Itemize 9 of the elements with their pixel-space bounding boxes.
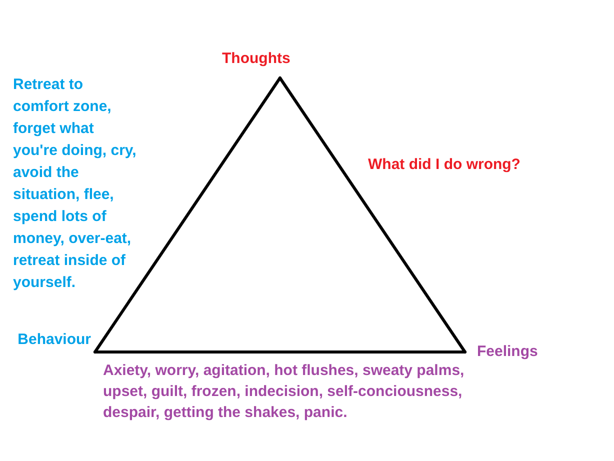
description-text: What did I do wrong? — [368, 155, 520, 175]
description-text: Retreat to comfort zone, forget what you're doing, cry, avoid the situation, flee, spend lots of money, over-eat, retreat inside of yourself. — [13, 75, 138, 293]
corner-label: Feelings — [465, 343, 538, 361]
corner-label: Thoughts — [222, 50, 290, 78]
triangle-side-line — [278, 76, 466, 354]
triangle-side-line — [94, 76, 282, 354]
description-text: Axiety, worry, agitation, hot flushes, sweaty palms, upset, guilt, frozen, indecision, self-conciousness, despair, getting the shakes, panic. — [103, 361, 466, 423]
corner-label: Behaviour — [18, 331, 95, 352]
triangle-side-line — [94, 350, 466, 354]
